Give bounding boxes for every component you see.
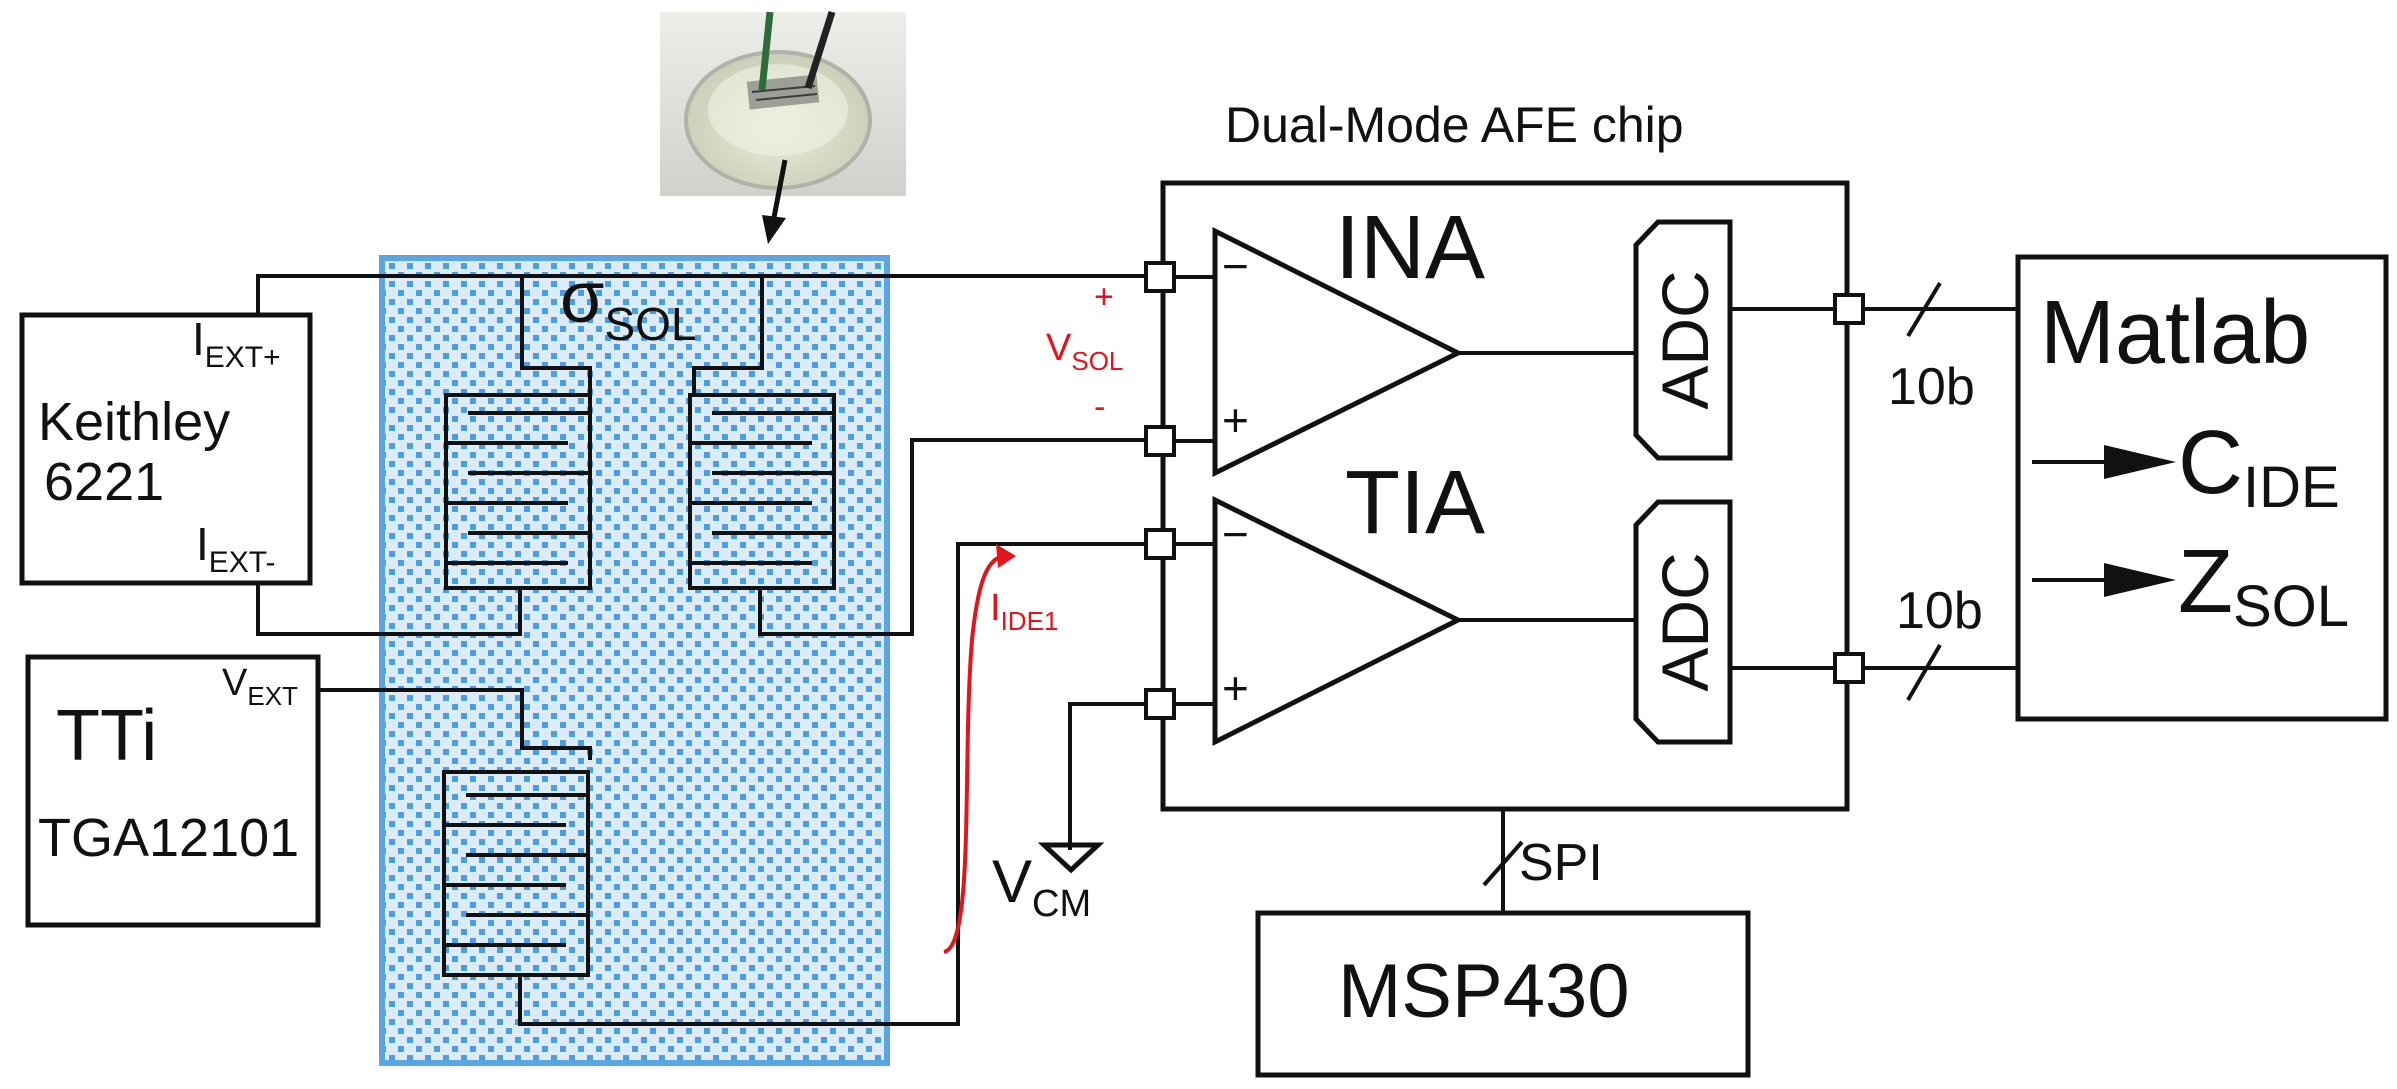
tia-amplifier [1212,495,1464,747]
tia-label: TIA [1345,453,1485,553]
pin-tia-plus [1144,688,1176,720]
pin-ina-minus [1144,261,1176,293]
afe-chip: Dual-Mode AFE chip − + INA − + TIA [1144,97,1865,812]
pin-out-tia [1833,652,1865,684]
bus-bits-ina: 10b [1888,358,1975,416]
beaker-photo [660,10,906,196]
adc-tia-label: ADC [1648,552,1722,691]
pin-tia-minus [1144,528,1176,560]
vcm-ground-symbol [1037,842,1105,874]
adc-ina-block [1633,219,1733,461]
ina-plus-sign: + [1222,394,1249,446]
pin-ina-plus [1144,425,1176,457]
matlab-box: Matlab CIDE ZSOL [2015,254,2389,722]
vsol-plus: + [1094,278,1114,316]
tti-box: TTi TGA12101 VEXT [25,654,321,928]
bus-bits-tia: 10b [1896,582,1983,640]
adc-tia-block [1633,499,1733,745]
solution-bath [379,255,890,1066]
tia-plus-sign: + [1222,662,1249,714]
pin-out-ina [1833,293,1865,325]
iext-plus-label: IEXT+ [192,313,281,374]
ina-label: INA [1335,198,1485,298]
keithley-box: Keithley 6221 IEXT+ IEXT- [19,312,313,586]
cide-label: CIDE [2178,413,2340,520]
msp430-box: MSP430 [1255,910,1751,1078]
tti-model: TGA12101 [38,808,299,868]
vext-label: VEXT [222,662,298,711]
vsol-minus: - [1094,388,1105,426]
msp430-label: MSP430 [1338,949,1630,1034]
afe-title: Dual-Mode AFE chip [1225,97,1684,153]
zsol-label: ZSOL [2178,532,2349,639]
sigma-sol-label: σSOL [560,258,696,350]
current-arrow-head [996,544,1016,568]
tti-name: TTi [56,696,157,776]
wires [256,274,1160,1026]
vsol-label: VSOL [1046,327,1123,376]
adc-ina-label: ADC [1648,270,1722,409]
current-arrow [943,554,1007,954]
bus-lines [1863,281,2018,702]
ina-amplifier [1212,226,1464,478]
tia-minus-sign: − [1222,508,1249,560]
spi-bus [1482,809,1524,913]
ina-minus-sign: − [1222,240,1249,292]
iide1-label: IIDE1 [990,587,1058,636]
spi-label: SPI [1519,834,1603,892]
ide-2 [688,393,836,590]
matlab-title: Matlab [2040,283,2310,383]
ide-3 [442,770,590,977]
ide-1 [444,393,592,590]
iext-minus-label: IEXT- [196,518,275,579]
keithley-name: Keithley [38,392,230,452]
arrow-zsol-icon [2104,563,2176,597]
vcm-label: VCM [992,848,1091,925]
photo-arrow-head [762,215,786,244]
arrow-cide-icon [2104,445,2176,479]
keithley-model: 6221 [44,452,164,512]
